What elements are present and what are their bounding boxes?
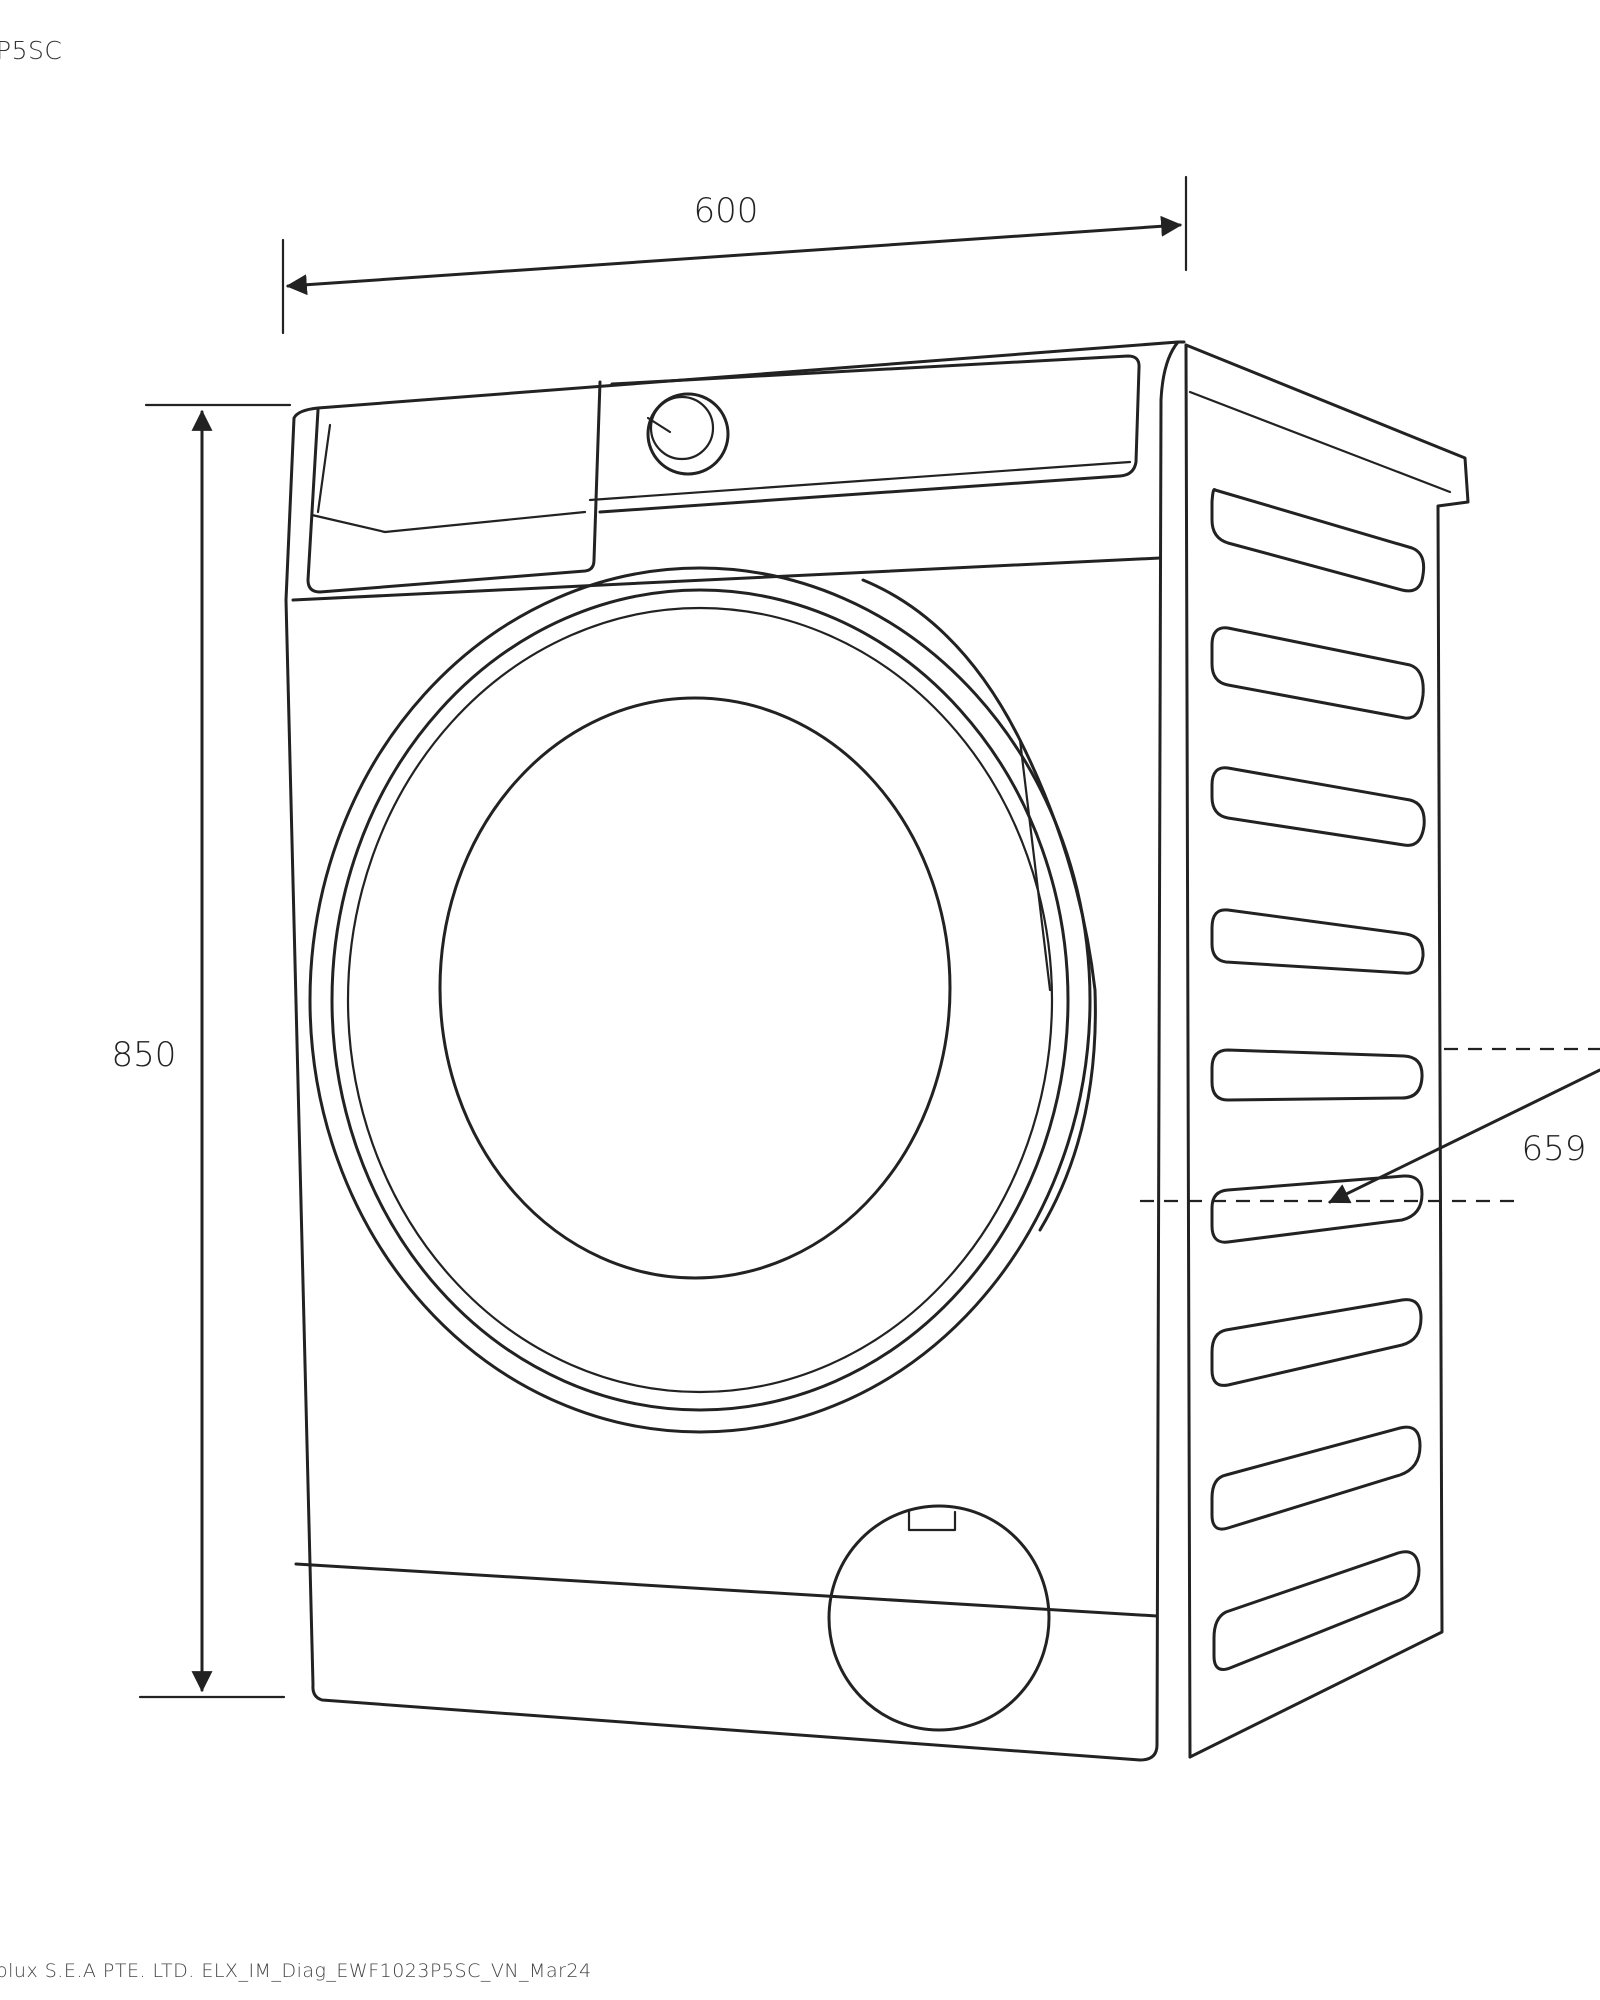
- height-dimension: 850: [112, 403, 292, 1699]
- side-vent-6: [1210, 1174, 1424, 1244]
- detergent-drawer-handle: [310, 510, 587, 534]
- program-knob: [646, 392, 730, 476]
- side-vent-3: [1210, 766, 1426, 847]
- model-code-label: P5SC: [0, 36, 63, 65]
- footer-document-code: olux S.E.A PTE. LTD. ELX_IM_Diag_EWF1023…: [0, 1960, 592, 1982]
- detergent-drawer-outline: [306, 380, 602, 594]
- side-vent-slots: [1210, 488, 1426, 1671]
- door-glass: [438, 696, 952, 1280]
- depth-value-label: 659: [1522, 1129, 1587, 1169]
- side-panel-top-edge: [1188, 390, 1452, 494]
- display-panel-outline: [598, 354, 1141, 514]
- width-value-label: 600: [694, 191, 759, 231]
- control-panel-bottom-edge: [291, 556, 1162, 602]
- door-hinge-line: [1018, 738, 1052, 992]
- front-side-corner-edge: [1184, 343, 1192, 1759]
- front-panel-outline: [284, 340, 1180, 1762]
- kick-panel-top-edge: [294, 1562, 1159, 1618]
- washing-machine-body: [284, 340, 1470, 1762]
- side-vent-5: [1210, 1048, 1424, 1102]
- height-value-label: 850: [112, 1035, 177, 1075]
- door-hinge-bulge: [861, 578, 1097, 1232]
- width-dimension: 600: [281, 175, 1188, 335]
- side-vent-9: [1212, 1550, 1421, 1671]
- side-vent-2: [1210, 626, 1425, 720]
- depth-arrow: [1328, 1068, 1600, 1204]
- side-vent-7: [1210, 1298, 1423, 1387]
- display-panel-lower-edge: [588, 460, 1132, 502]
- width-arrow: [285, 215, 1183, 296]
- service-filter-cover: [827, 1504, 1051, 1732]
- side-vent-4: [1210, 908, 1425, 975]
- depth-dimension: 659: [1140, 1047, 1600, 1204]
- door-outer-ring: [308, 566, 1092, 1434]
- door-assembly: [308, 566, 1097, 1434]
- side-panel-outline: [1184, 343, 1470, 1759]
- door-inner-ring: [346, 606, 1054, 1394]
- door-middle-ring: [330, 588, 1070, 1412]
- side-vent-1: [1210, 488, 1426, 593]
- side-vent-8: [1210, 1425, 1422, 1531]
- detergent-drawer-inner-edge: [316, 423, 332, 514]
